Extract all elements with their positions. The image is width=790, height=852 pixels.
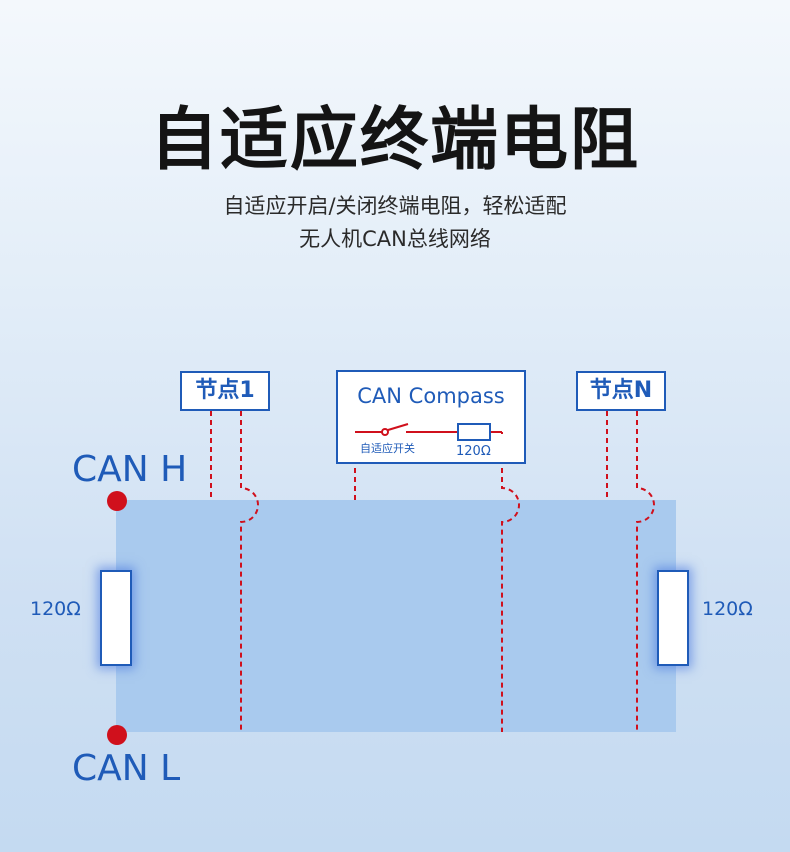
- subtitle-line-1: 自适应开启/关闭终端电阻，轻松适配: [223, 194, 567, 218]
- can-bus-band: [116, 500, 676, 732]
- compass-switch-label: 自适应开关: [360, 442, 415, 455]
- left-resistor-label: 120Ω: [30, 598, 81, 620]
- compass-switch-circuit: [355, 423, 503, 441]
- can-low-label: CAN L: [72, 748, 181, 789]
- compass-resistor-icon: [457, 423, 491, 441]
- page-title: 自适应终端电阻: [149, 101, 640, 180]
- compass-title: CAN Compass: [357, 384, 505, 408]
- can-low-terminal: [107, 725, 127, 745]
- can-high-label: CAN H: [72, 449, 188, 490]
- node1-can-l-wire: [240, 411, 259, 732]
- node-1-box: 节点1: [180, 371, 270, 411]
- can-compass-box: CAN Compass 自适应开关 120Ω: [336, 370, 526, 464]
- compass-resistor-label: 120Ω: [456, 444, 491, 459]
- left-terminal-resistor: [100, 570, 132, 666]
- noden-can-l-wire: [636, 411, 655, 732]
- right-terminal-resistor: [657, 570, 689, 666]
- compass-can-l-wire: [501, 432, 520, 732]
- subtitle-line-2: 无人机CAN总线网络: [299, 227, 491, 251]
- right-resistor-label: 120Ω: [702, 598, 753, 620]
- node-n-box: 节点N: [576, 371, 666, 411]
- can-high-terminal: [107, 491, 127, 511]
